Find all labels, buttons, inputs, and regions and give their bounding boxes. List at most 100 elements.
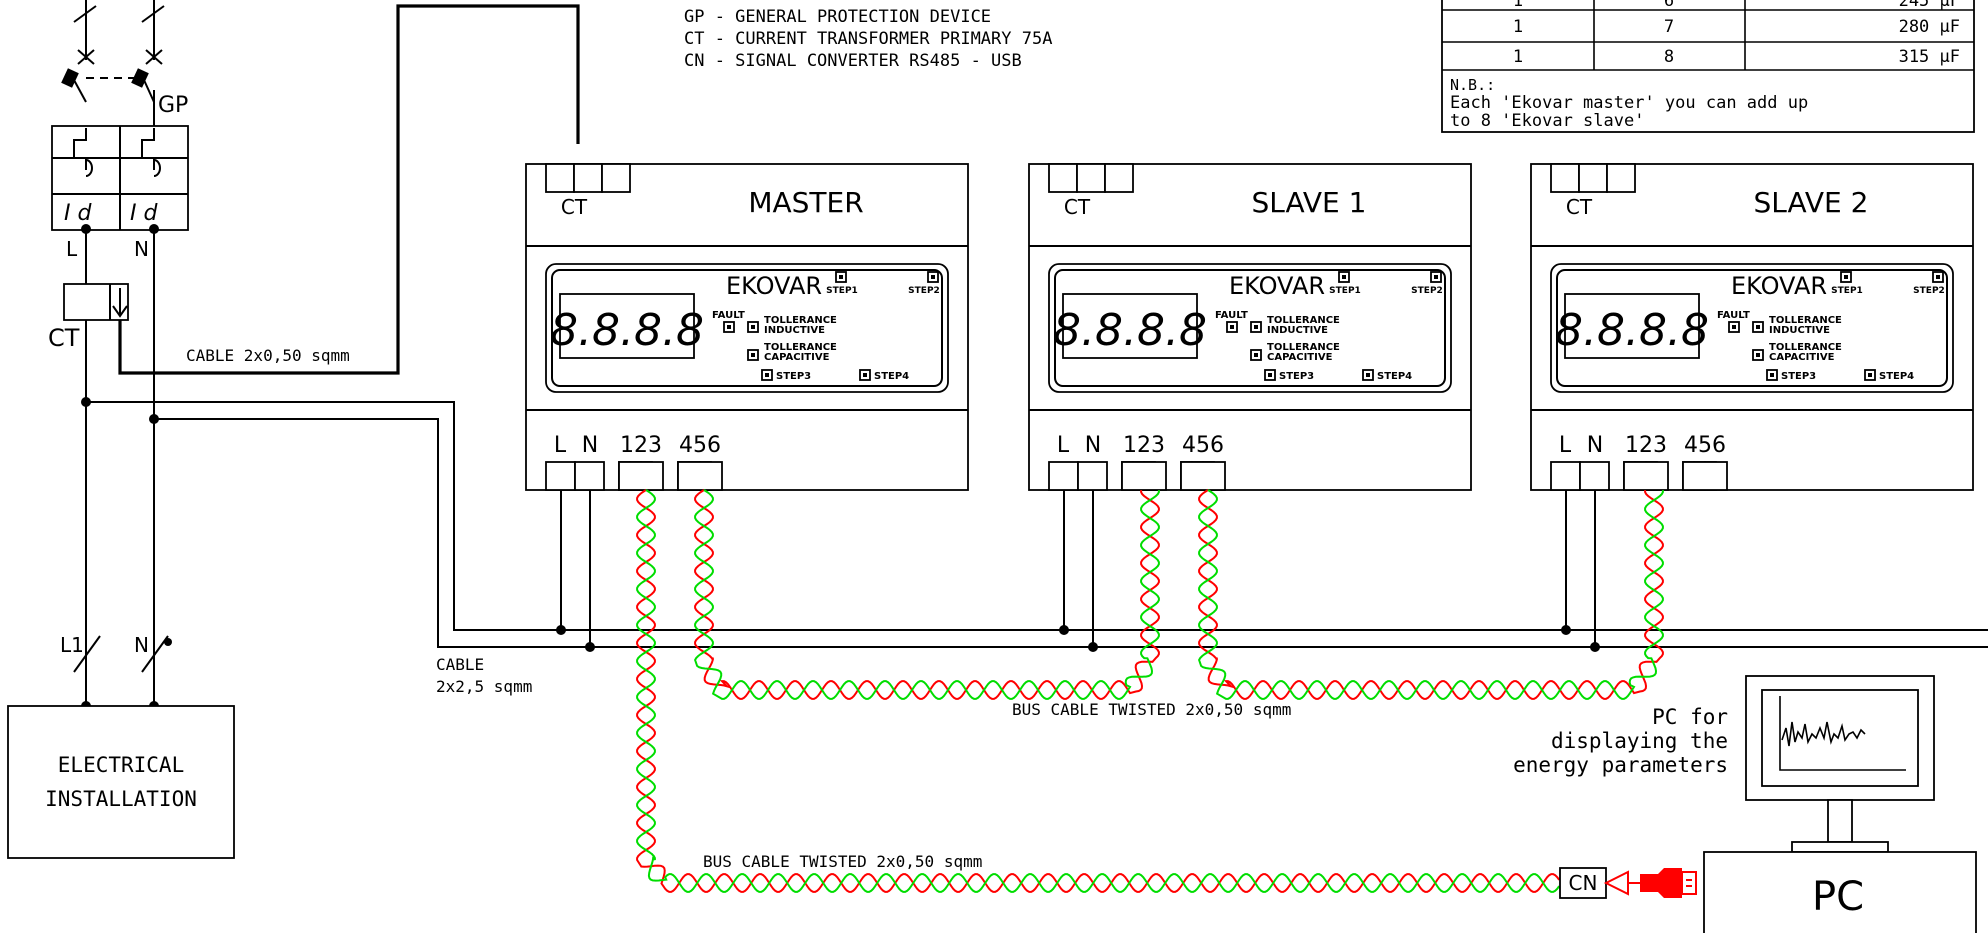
digital-display: 8.8.8.8 (550, 305, 704, 356)
tol-cap-label-2: CAPACITIVE (1267, 352, 1333, 363)
tol-cap-label-1: TOLLERANCE (1769, 342, 1842, 353)
device-title: MASTER (748, 186, 863, 219)
legend-gp: GP - GENERAL PROTECTION DEVICE (684, 7, 991, 27)
brand-label: EKOVAR (726, 272, 822, 300)
device-ct-label: CT (1064, 195, 1091, 219)
general-protection: GP I d I d L N (51, 0, 189, 261)
terminal-n: N (134, 237, 149, 261)
svg-text:245 μF: 245 μF (1899, 0, 1960, 11)
table-row: 1 8 315 μF (1513, 47, 1960, 67)
terminal-l-label: L (554, 433, 567, 458)
table-row: 1 6 245 μF (1513, 0, 1960, 11)
table-note-label: N.B.: (1450, 76, 1495, 94)
bus-cable-label-2: BUS CABLE TWISTED 2x0,50 sqmm (703, 852, 982, 871)
fault-label: FAULT (1717, 310, 1750, 321)
tol-ind-label-2: INDUCTIVE (1769, 325, 1830, 336)
step4-label: STEP4 (1377, 371, 1412, 382)
svg-text:8: 8 (1664, 47, 1674, 67)
tol-ind-label-1: TOLLERANCE (1267, 315, 1340, 326)
tol-cap-label-1: TOLLERANCE (764, 342, 837, 353)
device-power-feeders (556, 490, 1600, 652)
n-label: N (134, 633, 149, 657)
tol-ind-label-1: TOLLERANCE (1769, 315, 1842, 326)
terminal-123-label: 123 (620, 433, 662, 458)
table-note-line2: to 8 'Ekovar slave' (1450, 111, 1644, 131)
step3-label: STEP3 (1781, 371, 1816, 382)
terminal-n-label: N (582, 433, 598, 458)
terminal-l-label: L (1559, 433, 1572, 458)
cable-power-2: 2x2,5 sqmm (436, 677, 532, 696)
svg-text:1: 1 (1513, 17, 1523, 37)
step2-label: STEP2 (1411, 286, 1443, 296)
step3-label: STEP3 (1279, 371, 1314, 382)
step2-label: STEP2 (1913, 286, 1945, 296)
l1-label: L1 (60, 633, 84, 657)
terminal-456-label: 456 (1182, 433, 1224, 458)
pc-caption-1: PC for (1652, 705, 1728, 729)
tol-cap-label-2: CAPACITIVE (764, 352, 830, 363)
legend-cn: CN - SIGNAL CONVERTER RS485 - USB (684, 51, 1022, 71)
fault-label: FAULT (712, 310, 745, 321)
bus-cable-label-1: BUS CABLE TWISTED 2x0,50 sqmm (1012, 700, 1291, 719)
terminal-l: L (66, 237, 78, 261)
svg-text:1: 1 (1513, 47, 1523, 67)
svg-text:280 μF: 280 μF (1899, 17, 1960, 37)
tol-ind-label-1: TOLLERANCE (764, 315, 837, 326)
capacitor-table: 1 6 245 μF 1 7 280 μF 1 8 315 μF N.B.: E… (1441, 0, 1975, 133)
terminal-456-label: 456 (679, 433, 721, 458)
terminal-n-label: N (1085, 433, 1101, 458)
step1-label: STEP1 (1831, 286, 1863, 296)
device-title: SLAVE 2 (1754, 186, 1869, 219)
terminal-123-label: 123 (1625, 433, 1667, 458)
svg-text:7: 7 (1664, 17, 1674, 37)
pc-caption-2: displaying the (1551, 729, 1728, 753)
terminal-n-label: N (1587, 433, 1603, 458)
cable-ct-label: CABLE 2x0,50 sqmm (186, 346, 350, 365)
step4-label: STEP4 (874, 371, 909, 382)
terminal-123-label: 123 (1123, 433, 1165, 458)
device-ct-label: CT (1566, 195, 1593, 219)
brand-label: EKOVAR (1229, 272, 1325, 300)
step4-label: STEP4 (1879, 371, 1914, 382)
tol-cap-label-2: CAPACITIVE (1769, 352, 1835, 363)
tol-ind-label-2: INDUCTIVE (764, 325, 825, 336)
svg-text:6: 6 (1664, 0, 1674, 11)
twisted-bus-cables (636, 489, 1664, 893)
device-ct-label: CT (561, 195, 588, 219)
breaker-mark-2: I d (130, 201, 158, 226)
cn-label: CN (1569, 871, 1598, 895)
brand-label: EKOVAR (1731, 272, 1827, 300)
step1-label: STEP1 (1329, 286, 1361, 296)
step3-label: STEP3 (776, 371, 811, 382)
table-row: 1 7 280 μF (1513, 17, 1960, 37)
pc-caption-3: energy parameters (1513, 753, 1728, 777)
table-note-line1: Each 'Ekovar master' you can add up (1450, 93, 1808, 113)
pc-label: PC (1812, 874, 1864, 920)
legend: GP - GENERAL PROTECTION DEVICE CT - CURR… (684, 7, 1052, 71)
svg-text:315 μF: 315 μF (1899, 47, 1960, 67)
step2-label: STEP2 (908, 286, 940, 296)
legend-ct: CT - CURRENT TRANSFORMER PRIMARY 75A (684, 29, 1052, 49)
step1-label: STEP1 (826, 286, 858, 296)
device-title: SLAVE 1 (1252, 186, 1367, 219)
cable-power-1: CABLE (436, 655, 484, 674)
installation-line1: ELECTRICAL (58, 753, 184, 777)
gp-label: GP (158, 93, 188, 118)
terminal-456-label: 456 (1684, 433, 1726, 458)
digital-display: 8.8.8.8 (1053, 305, 1207, 356)
tol-ind-label-2: INDUCTIVE (1267, 325, 1328, 336)
left-bus-lines: CT CABLE 2x0,50 sqmm CABLE 2x2,5 sqmm L1… (48, 4, 1988, 711)
tol-cap-label-1: TOLLERANCE (1267, 342, 1340, 353)
digital-display: 8.8.8.8 (1555, 305, 1709, 356)
fault-label: FAULT (1215, 310, 1248, 321)
pc-computer: PC PC for displaying the energy paramete… (1513, 675, 1977, 933)
ct-left-label: CT (48, 324, 80, 352)
breaker-mark-1: I d (64, 201, 92, 226)
installation-line2: INSTALLATION (45, 787, 197, 811)
svg-text:1: 1 (1513, 0, 1523, 11)
signal-converter: CN (1559, 867, 1697, 899)
